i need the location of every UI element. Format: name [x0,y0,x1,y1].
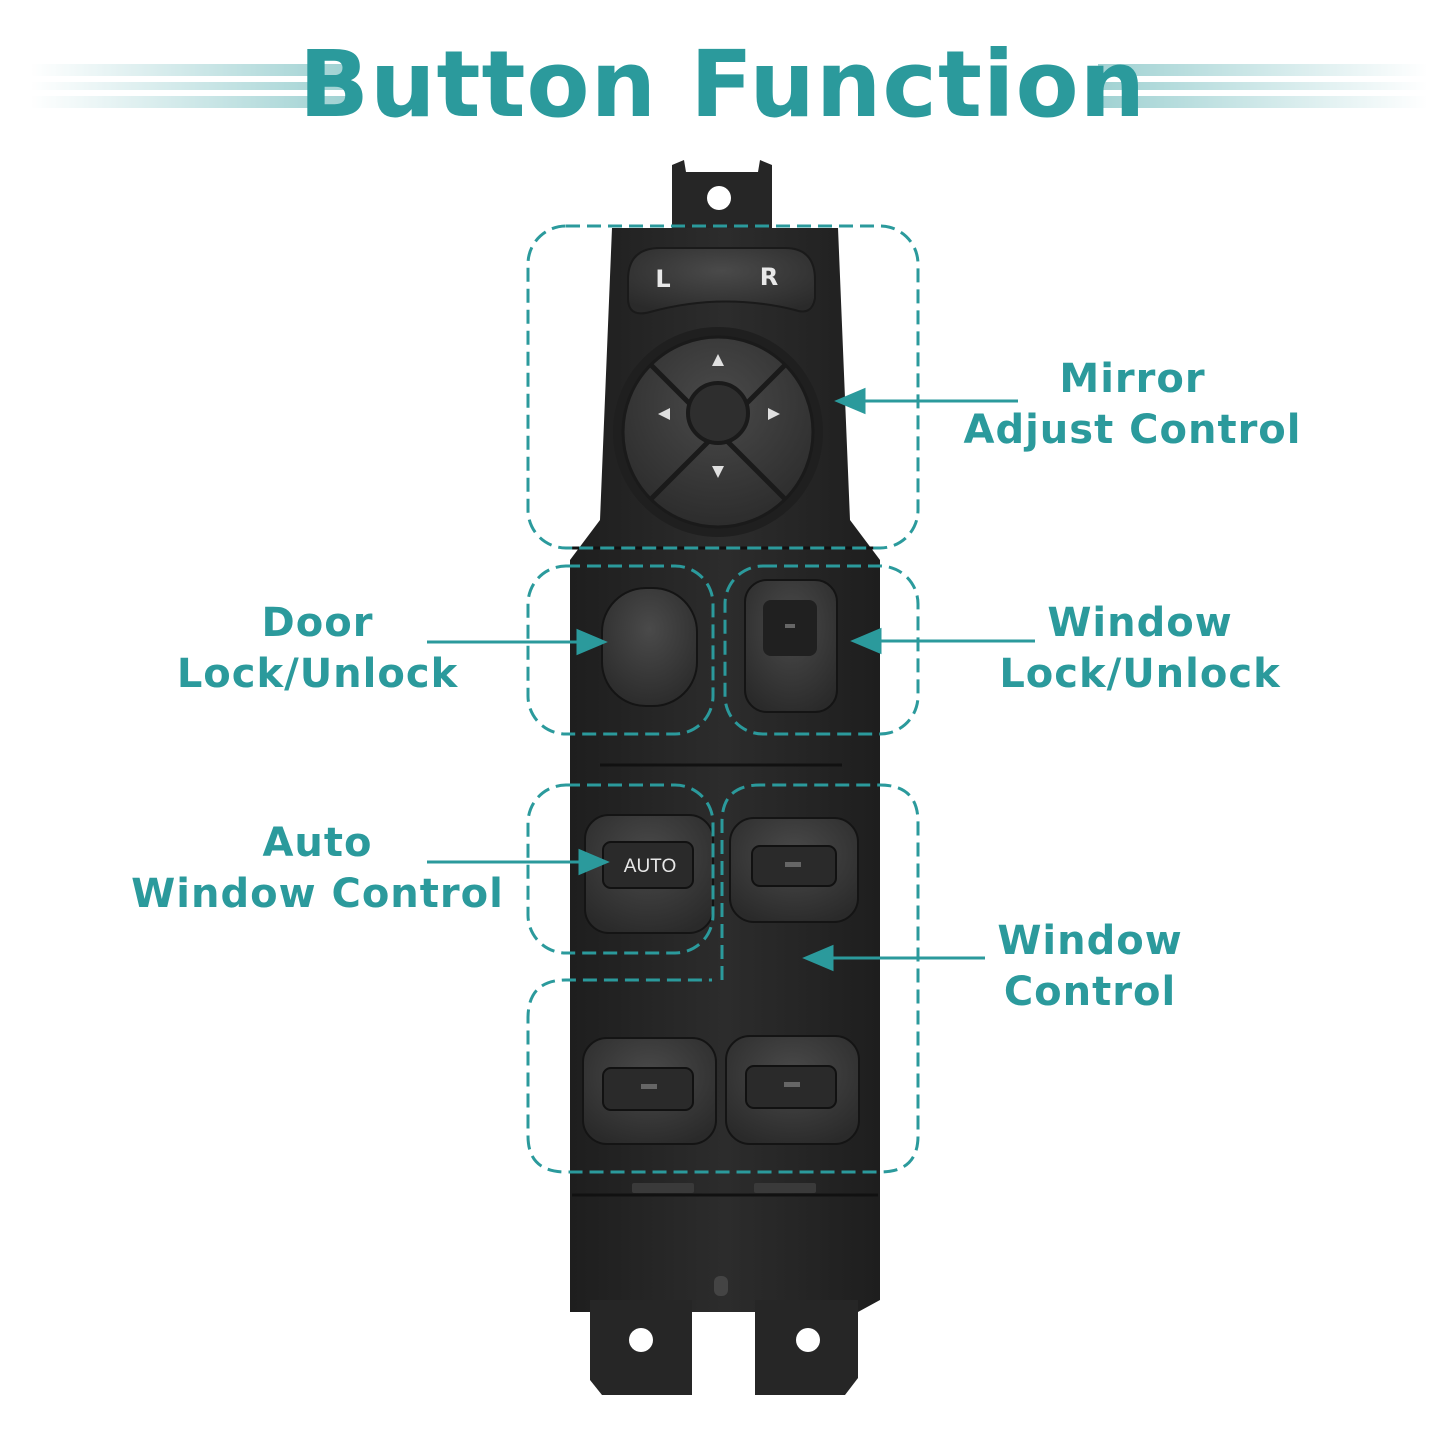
auto-window-switch[interactable]: AUTO [584,814,714,934]
label-door-lock-line1: Door [261,600,374,646]
arrow-door-lock [576,628,608,656]
label-auto-window: Auto Window Control [130,818,505,920]
label-door-lock-line2: Lock/Unlock [176,651,459,697]
window-switch-rear-left[interactable] [582,1037,717,1145]
label-mirror-adjust: Mirror Adjust Control [960,354,1305,456]
arrow-left-icon [658,408,670,420]
page-title: Button Function [298,31,1147,138]
region-window-lock [723,564,920,736]
label-door-lock: Door Lock/Unlock [160,598,475,700]
label-window-control-line1: Window [997,918,1183,964]
mirror-select-rocker[interactable]: L R [627,247,816,315]
label-window-lock-line2: Lock/Unlock [999,651,1281,697]
body-notch [714,1276,728,1296]
arrow-down-icon [712,466,724,478]
label-mirror-line1: Mirror [1059,356,1206,402]
title-decoration-left [30,64,348,108]
region-mirror [526,224,920,550]
label-auto-window-line1: Auto [262,820,373,866]
label-mirror-line2: Adjust Control [963,407,1302,453]
arrow-window-lock [850,627,882,655]
mirror-left-key: L [655,265,670,293]
title-decoration-right [1098,64,1428,108]
arrow-up-icon [712,354,724,366]
mirror-center-button[interactable] [686,381,750,445]
arrow-window-control [802,944,834,972]
window-switch-front-right[interactable] [729,817,859,923]
window-switch-rear-right[interactable] [725,1035,860,1145]
door-lock-button[interactable] [601,587,698,707]
label-window-control: Window Control [985,916,1195,1018]
top-mounting-tab [672,160,772,230]
region-auto-window [526,783,715,955]
window-lock-switch[interactable] [744,579,838,713]
auto-key-label: AUTO [624,856,676,877]
arrow-mirror [834,387,866,415]
arrow-right-icon [768,408,780,420]
label-window-lock-line1: Window [1047,600,1233,646]
label-window-control-line2: Control [1003,969,1177,1015]
bottom-mounting-tab-left [590,1300,692,1395]
region-window-control [526,783,920,1174]
mirror-right-key: R [760,263,778,291]
mirror-direction-pad[interactable] [613,327,823,537]
label-window-lock: Window Lock/Unlock [985,598,1295,700]
arrow-auto-window [578,848,610,876]
label-auto-window-line2: Window Control [131,871,504,917]
bottom-mounting-tab-right [755,1300,858,1395]
region-door-lock [526,564,715,736]
